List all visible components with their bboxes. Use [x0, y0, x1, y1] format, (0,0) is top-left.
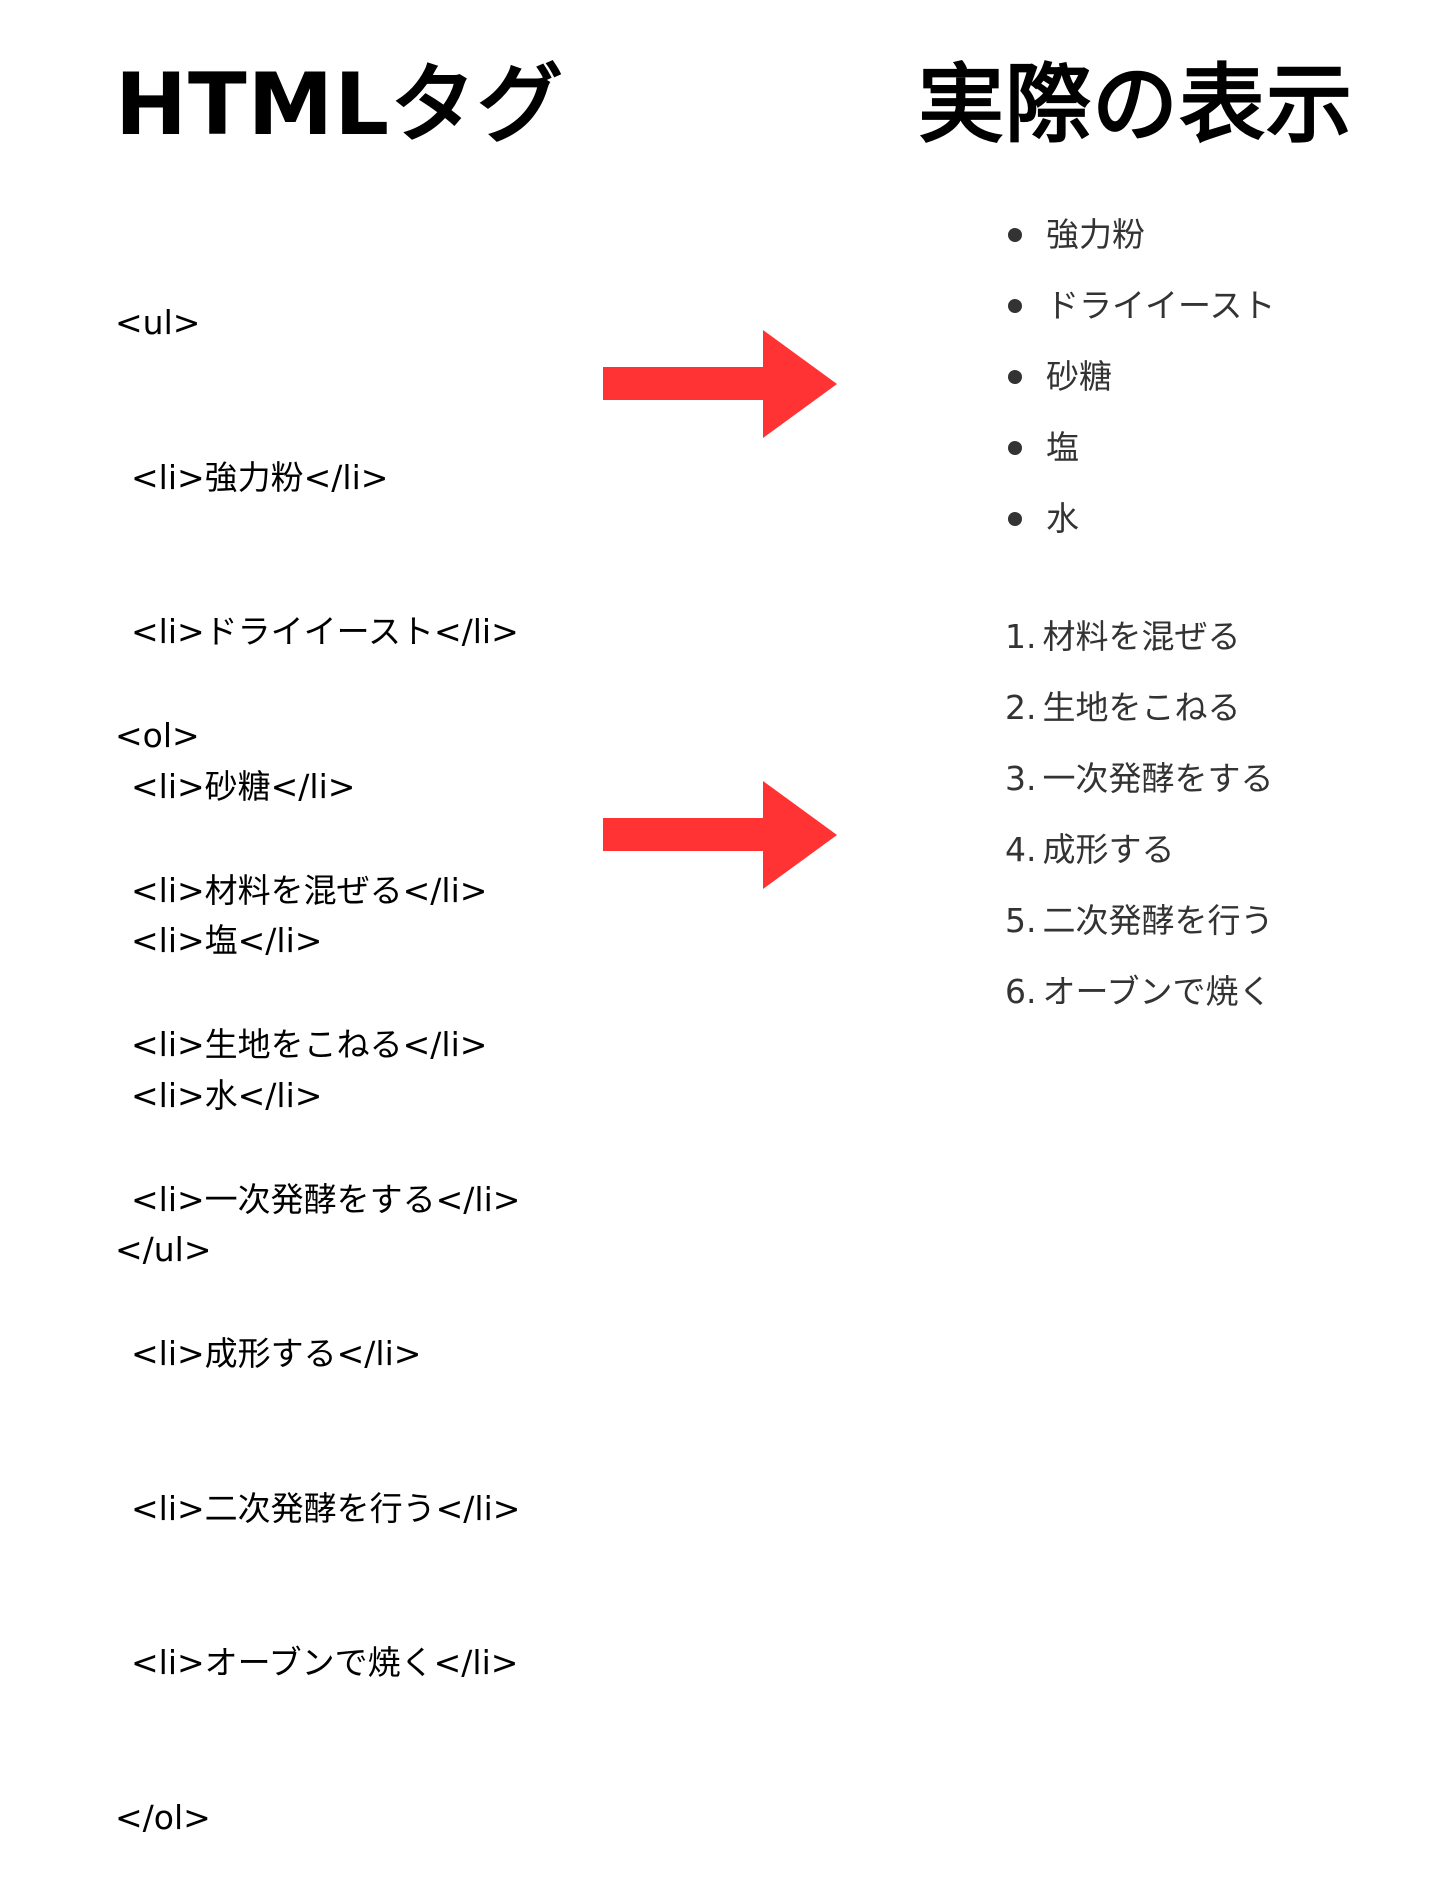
- right-arrow-icon: [603, 781, 837, 889]
- list-item: 強力粉: [1005, 199, 1275, 270]
- code-line: <li>塩</li>: [131, 921, 323, 960]
- list-item: 5.二次発酵を行う: [1005, 885, 1274, 956]
- list-item: 4.成形する: [1005, 814, 1274, 885]
- bullet-icon: [1008, 298, 1022, 313]
- list-item-text: 塩: [1046, 428, 1079, 467]
- code-line: <li>ドライイースト</li>: [131, 612, 519, 651]
- list-number: 5.: [1005, 901, 1037, 940]
- rendered-ordered-list: 1.材料を混ぜる 2.生地をこねる 3.一次発酵をする 4.成形する 5.二次発…: [1005, 601, 1274, 1027]
- list-number: 6.: [1005, 972, 1037, 1011]
- code-line: <li>オーブンで焼く</li>: [131, 1643, 519, 1682]
- code-line: <ul>: [115, 303, 201, 342]
- bullet-icon: [1008, 511, 1022, 526]
- bullet-icon: [1008, 369, 1022, 384]
- code-line: <li>一次発酵をする</li>: [131, 1179, 521, 1219]
- list-item: 3.一次発酵をする: [1005, 743, 1274, 814]
- right-arrow-icon: [603, 330, 837, 438]
- list-item: 砂糖: [1005, 341, 1275, 412]
- code-block-ol: <ol> <li>材料を混ぜる</li> <li>生地をこねる</li> <li…: [115, 607, 520, 1895]
- code-line: <li>成形する</li>: [131, 1334, 422, 1373]
- list-number: 4.: [1005, 830, 1037, 869]
- list-item: ドライイースト: [1005, 270, 1275, 341]
- code-line: </ol>: [115, 1797, 211, 1837]
- list-item: 塩: [1005, 412, 1275, 483]
- code-line: <li>強力粉</li>: [131, 457, 389, 497]
- code-line: <li>二次発酵を行う</li>: [131, 1488, 521, 1528]
- list-item-text: 材料を混ぜる: [1042, 617, 1241, 656]
- list-item: 2.生地をこねる: [1005, 672, 1274, 743]
- list-item-text: オーブンで焼く: [1042, 972, 1272, 1011]
- list-item-text: 砂糖: [1046, 357, 1112, 396]
- heading-actual-display: 実際の表示: [918, 55, 1353, 155]
- list-number: 1.: [1005, 617, 1037, 656]
- list-item-text: 成形する: [1042, 830, 1175, 869]
- list-item-text: 一次発酵をする: [1042, 759, 1274, 798]
- list-item: 1.材料を混ぜる: [1005, 601, 1274, 672]
- list-item-text: 強力粉: [1046, 215, 1145, 254]
- code-line: <li>生地をこねる</li>: [131, 1025, 488, 1064]
- list-item-text: 生地をこねる: [1042, 688, 1241, 727]
- list-item-text: 水: [1046, 499, 1079, 538]
- bullet-icon: [1008, 227, 1022, 242]
- list-item-text: 二次発酵を行う: [1042, 901, 1274, 940]
- list-number: 3.: [1005, 759, 1037, 798]
- list-item-text: ドライイースト: [1046, 286, 1276, 325]
- list-item: 水: [1005, 483, 1275, 554]
- heading-html-tags: HTMLタグ: [115, 55, 565, 155]
- code-line: <li>材料を混ぜる</li>: [131, 870, 488, 910]
- list-number: 2.: [1005, 688, 1037, 727]
- bullet-icon: [1008, 440, 1022, 455]
- code-line: <ol>: [115, 716, 200, 755]
- rendered-unordered-list: 強力粉 ドライイースト 砂糖 塩 水: [1005, 199, 1275, 554]
- code-line: <li>砂糖</li>: [131, 766, 356, 806]
- list-item: 6.オーブンで焼く: [1005, 956, 1274, 1027]
